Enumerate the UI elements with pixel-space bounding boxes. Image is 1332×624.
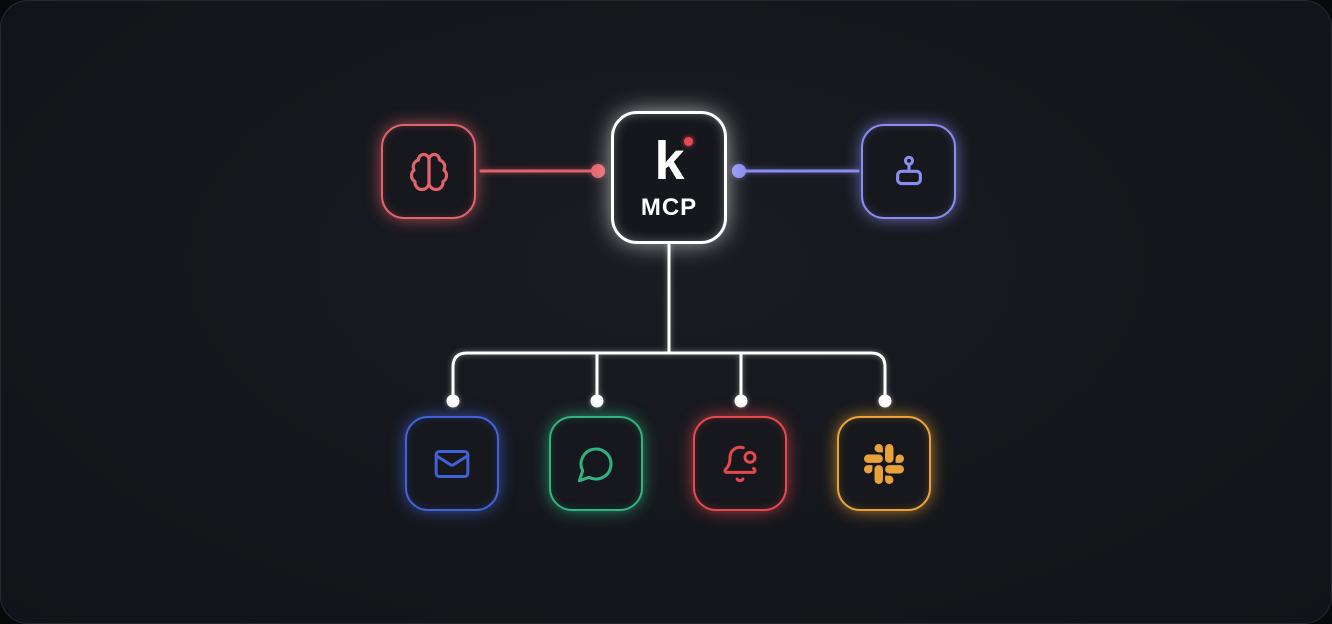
message-bubble-icon [577, 447, 613, 482]
connector-dot-bell [734, 394, 748, 408]
mcp-label: MCP [640, 193, 698, 221]
mail-icon [434, 449, 470, 478]
controller-icon [895, 155, 922, 185]
node-notification [693, 416, 787, 511]
connector-dot-chat [590, 394, 604, 408]
node-ai-brain [381, 124, 476, 219]
kestra-logo: k [654, 130, 693, 191]
node-game-controller [861, 124, 956, 219]
kestra-logo-dot [683, 136, 693, 146]
node-email [405, 416, 499, 511]
node-chat [549, 416, 643, 511]
brain-icon [409, 152, 448, 191]
node-mcp-center: k MCP [611, 111, 727, 244]
connector-dot-right [732, 164, 746, 178]
connector-branch-outer [451, 351, 887, 400]
node-slack [837, 416, 931, 511]
connector-dot-email [446, 394, 460, 408]
connector-dot-left [591, 164, 605, 178]
slack-icon [864, 443, 904, 484]
connector-dot-slack [878, 394, 892, 408]
bell-dot-icon [723, 445, 757, 482]
kestra-logo-letter: k [654, 130, 684, 191]
